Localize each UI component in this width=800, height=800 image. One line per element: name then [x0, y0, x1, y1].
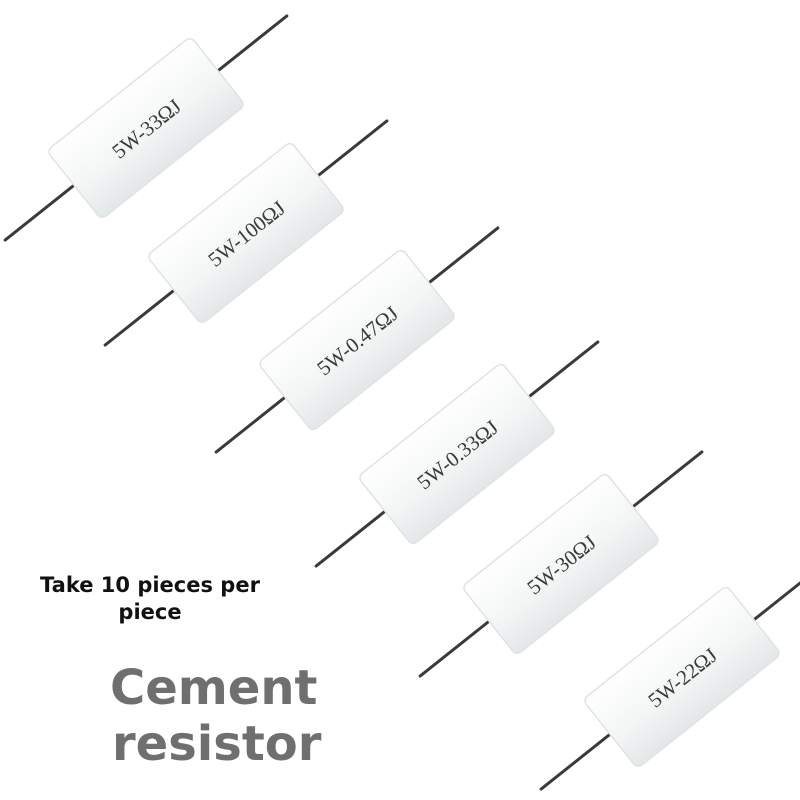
resistor-body — [463, 473, 659, 655]
quantity-caption-line-2: piece — [118, 600, 182, 624]
cement-resistor-30ohm: 5W-30ΩJ — [418, 450, 704, 678]
cement-resistor-22ohm: 5W-22ΩJ — [539, 563, 800, 791]
resistor-body — [584, 586, 780, 768]
cement-resistor-0.33ohm: 5W-0.33ΩJ — [314, 340, 600, 568]
resistor-body — [48, 37, 244, 219]
resistor-body — [359, 363, 555, 545]
resistor-body — [259, 249, 455, 431]
cement-resistor-0.47ohm: 5W-0.47ΩJ — [214, 226, 500, 454]
product-title-line-1: Cement — [110, 660, 318, 716]
resistor-body — [148, 142, 344, 324]
quantity-caption-line-1: Take 10 pieces per — [40, 573, 260, 597]
cement-resistor-100ohm: 5W-100ΩJ — [103, 119, 389, 347]
product-title-line-2: resistor — [112, 716, 322, 772]
cement-resistor-33ohm: 5W-33ΩJ — [3, 14, 289, 242]
